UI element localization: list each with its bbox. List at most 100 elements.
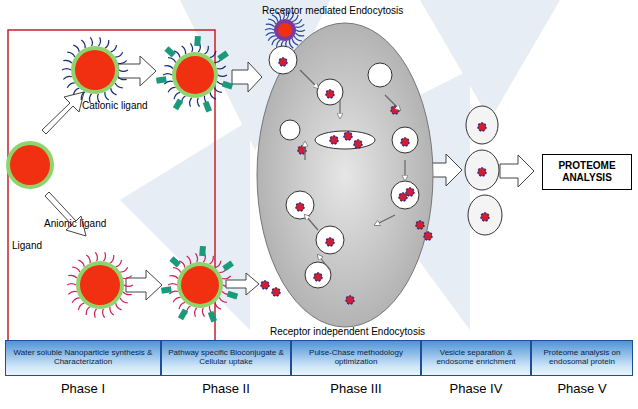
ligand-strand [86, 307, 90, 315]
ligand-strand [296, 30, 305, 31]
particle-shell [274, 19, 296, 41]
ligand-strand [118, 61, 127, 64]
particle-shell [177, 262, 223, 308]
bioconjugate-tag [169, 256, 180, 267]
internalized-particle [401, 138, 409, 146]
bioconjugate-tag [222, 261, 234, 272]
internalized-particle [296, 203, 304, 211]
ligand-strand [63, 60, 72, 63]
ligand-strand [202, 308, 204, 317]
internalized-particle [354, 140, 362, 148]
ligand-strand [292, 38, 298, 45]
phase-label: Phase III [292, 381, 420, 396]
phase-cell: Vesicle separation & endosome enrichment… [421, 340, 531, 376]
bioconjugate-tag [178, 309, 188, 321]
box-text: PROTEOME ANALYSIS [543, 158, 631, 186]
phase-cell: Pulse-Chase methodology optimizationPhas… [291, 340, 421, 376]
ligand-strand [98, 37, 100, 46]
box-text: Pulse-Chase methodology optimization [292, 348, 420, 368]
ligand-strand [294, 19, 302, 24]
phase-cell: Pathway specific Bioconjugate & Cellular… [161, 340, 291, 376]
ligand-strand [174, 92, 180, 99]
box-text: Vesicle separation & endosome enrichment [422, 348, 530, 368]
ligand-strand [68, 291, 77, 294]
box-text: Water soluble Nanoparticle synthesis & C… [6, 348, 160, 368]
uptake-arrow [226, 273, 259, 295]
ligand-strand [215, 302, 221, 309]
bioconjugate-tag [173, 99, 183, 111]
ligand-strand [94, 309, 96, 318]
ligand-strand [103, 309, 105, 318]
ligand-strand [81, 40, 85, 48]
particle-core [75, 50, 115, 90]
ligand-strand [67, 83, 75, 88]
ligand-strand [123, 292, 132, 295]
particle-core [10, 145, 50, 185]
phase-cell: Water soluble Nanoparticle synthesis & C… [5, 340, 161, 376]
ligand-strand [197, 98, 199, 107]
ligand-strand [265, 29, 274, 30]
ligand-strand [72, 267, 80, 272]
ligand-strand [169, 276, 178, 279]
bioconjugate-tag [199, 246, 206, 256]
ligand-strand [103, 252, 105, 261]
ligand-strand [219, 297, 227, 302]
ligand-strand [289, 40, 293, 48]
internalized-particle [399, 193, 407, 201]
ligand-strand [195, 308, 197, 317]
ligand-strand [296, 33, 305, 36]
bioconjugate-tag [217, 51, 229, 62]
particle-core [278, 23, 292, 37]
ligand-strand [210, 92, 216, 99]
ligand-strand [214, 87, 222, 92]
ligand-strand [111, 45, 117, 52]
vesicle [316, 226, 344, 254]
phase-label: Phase I [6, 381, 160, 396]
ligand-strand [195, 253, 197, 262]
ligand-strand [116, 303, 122, 310]
ligand-strand [182, 46, 186, 54]
pathway-label: Receptor independent Endocytosis [270, 326, 425, 337]
ligand-strand [268, 36, 276, 41]
ligand-strand [296, 24, 305, 27]
ligand-strand [78, 303, 84, 310]
ligand-strand [210, 256, 214, 264]
ligand-strand [168, 87, 176, 92]
phase-label: Phase IV [422, 381, 530, 396]
ligand-strand [62, 69, 71, 70]
ligand-strand [67, 284, 76, 285]
ligand-strand [111, 88, 117, 95]
vesicle [391, 181, 419, 209]
ligand-strand [190, 98, 192, 107]
vesicle [368, 63, 392, 87]
internalized-particle [478, 168, 486, 176]
ligand-strand [173, 268, 181, 273]
result-box: PROTEOME ANALYSIS [542, 154, 632, 190]
ligand-strand [168, 284, 177, 285]
ligand-strand [222, 276, 231, 279]
ligand-strand [67, 52, 75, 57]
particle-core [181, 266, 219, 304]
box-text: Pathway specific Bioconjugate & Cellular… [162, 348, 290, 368]
ligand-strand [118, 77, 127, 80]
internalized-particle [279, 58, 287, 66]
ligand-strand [272, 38, 278, 45]
bioconjugate-tag [194, 36, 201, 46]
ligand-strand [187, 256, 191, 264]
ligand-strand [68, 275, 77, 278]
phase-cell: Proteome analysis on endosomal proteinPh… [531, 340, 633, 376]
ligand-strand [73, 88, 79, 95]
endosome [465, 150, 499, 190]
ligand-strand [179, 302, 185, 309]
ligand-strand [115, 52, 123, 57]
internalized-particle [326, 238, 334, 246]
ligand-strand [294, 36, 302, 41]
ligand-strand [123, 276, 132, 279]
ligand-strand [205, 46, 209, 54]
internalized-particle [424, 232, 432, 240]
ligand-strand [105, 92, 109, 100]
vesicle [269, 46, 297, 74]
ligand-label: Anionic ligand [44, 218, 106, 229]
internalized-particle [314, 273, 322, 281]
bioconjugate-tag [203, 101, 212, 112]
